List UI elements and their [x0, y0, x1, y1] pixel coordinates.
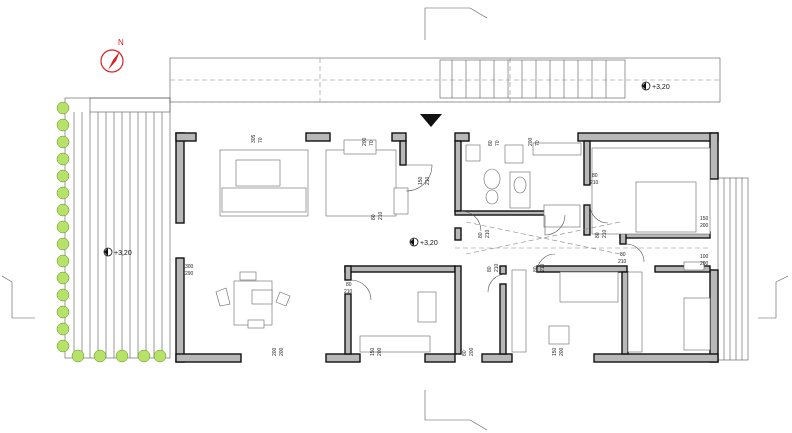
window-dim-bottom: 200	[377, 347, 383, 356]
level-value: +3,20	[114, 250, 132, 257]
door-dim-top: 150	[418, 176, 424, 185]
window-dim-bottom: 70	[258, 137, 264, 143]
door-dim-top: 80	[533, 266, 539, 272]
staircase	[439, 59, 626, 99]
door-dim-bottom: 210	[485, 229, 491, 238]
window-dim-top: 150	[552, 347, 558, 356]
door-dim-top: 80	[487, 266, 493, 272]
door-dimensions: 150 210 80 210 80 210 80 210 80 210 80 2…	[344, 173, 627, 295]
window-dim-top: 200	[528, 137, 534, 146]
level-marker: +3,20	[409, 237, 438, 247]
door-dim-bottom: 210	[540, 263, 546, 272]
exterior-walls	[175, 132, 719, 363]
window-dim-top: 80	[462, 350, 468, 356]
window-dim-bottom: 70	[369, 140, 375, 146]
window-dim-top: 200	[272, 347, 278, 356]
window-dim-bottom: 290	[185, 271, 194, 277]
door-swings	[350, 164, 710, 301]
window-dim-bottom: 200	[700, 261, 709, 267]
window-dim-top: 200	[362, 137, 368, 146]
level-value: +3,20	[420, 240, 438, 247]
door-dim-bottom: 210	[618, 259, 627, 265]
window-dim-bottom: 200	[279, 347, 285, 356]
window-dim-bottom: 200	[469, 347, 475, 356]
door-dim-top: 80	[592, 173, 598, 179]
door-dim-bottom: 210	[494, 263, 500, 272]
level-value: +3,20	[652, 84, 670, 91]
door-dim-bottom: 210	[590, 180, 599, 186]
door-dim-top: 80	[478, 232, 484, 238]
level-marker: +3,20	[103, 247, 132, 257]
right-balcony	[717, 177, 749, 361]
compass-label: N	[118, 38, 124, 47]
window-dim-top: 150	[700, 216, 709, 222]
window-dim-bottom: 200	[700, 223, 709, 229]
window-dim-bottom: 70	[535, 140, 541, 146]
north-arrow-icon: N	[100, 38, 124, 73]
door-dim-bottom: 210	[378, 211, 384, 220]
terrace	[64, 97, 171, 359]
section-markers	[1, 7, 789, 431]
entrance-marker-icon	[420, 114, 442, 127]
door-dim-bottom: 210	[602, 229, 608, 238]
roof-outline	[169, 57, 721, 103]
door-dim-bottom: 210	[425, 176, 431, 185]
window-dim-top: 80	[488, 140, 494, 146]
planter-plants	[56, 101, 167, 363]
living-room-furniture	[215, 139, 409, 329]
bedroom-furniture	[359, 147, 711, 353]
window-dim-top: 300	[185, 264, 194, 270]
bathroom-fixtures	[465, 142, 582, 228]
door-dim-top: 80	[346, 282, 352, 288]
window-dimensions: 305 70 200 70 80 70 200 70 300 290 150 2…	[185, 134, 709, 356]
window-dim-top: 100	[700, 254, 709, 260]
window-dim-top: 150	[370, 347, 376, 356]
door-dim-top: 80	[371, 214, 377, 220]
door-dim-top: 80	[620, 252, 626, 258]
door-dim-bottom: 210	[344, 289, 353, 295]
level-marker: +3,20	[641, 81, 670, 91]
window-dim-bottom: 200	[559, 347, 565, 356]
door-dim-top: 80	[595, 232, 601, 238]
interior-walls	[344, 140, 711, 355]
window-dim-bottom: 70	[495, 140, 501, 146]
window-dim-top: 305	[251, 134, 257, 143]
